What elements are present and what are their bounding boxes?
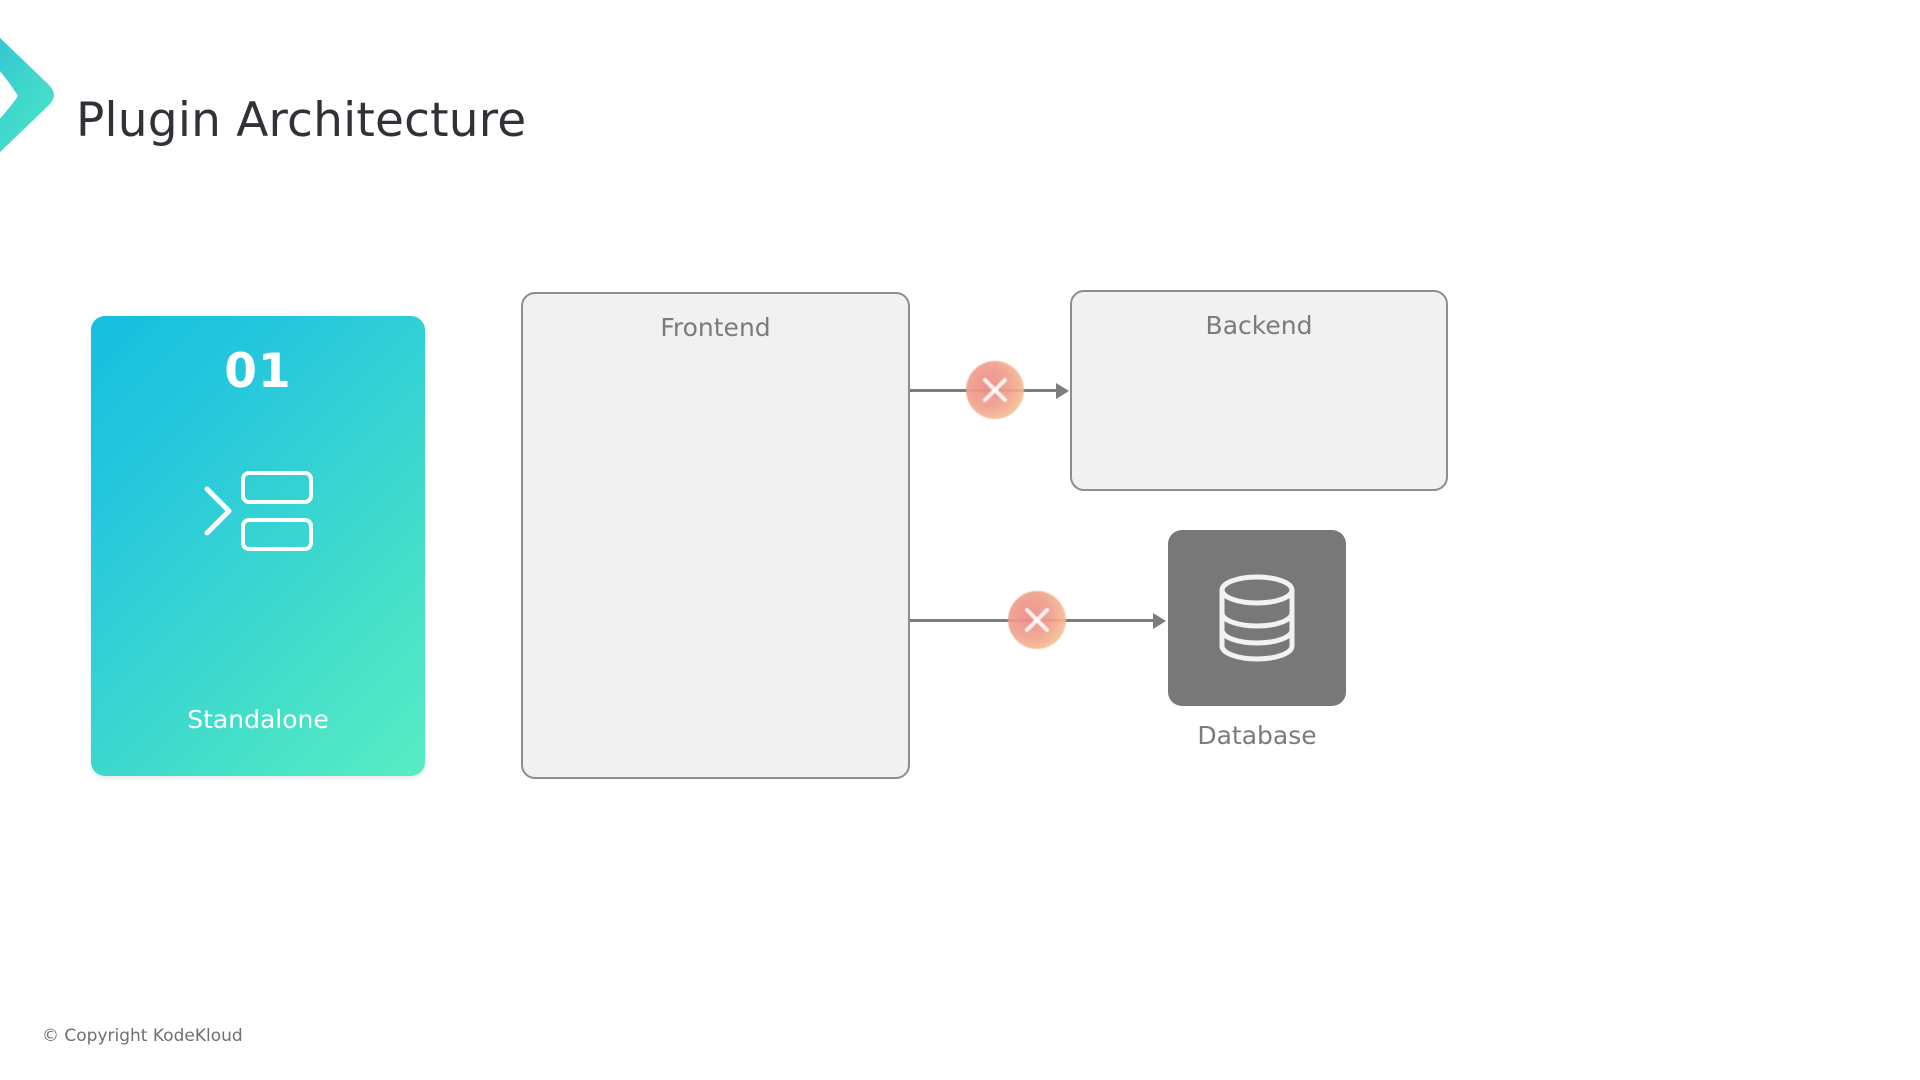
chevron-right-logo-icon <box>0 18 76 170</box>
node-backend[interactable]: Backend <box>1070 290 1448 491</box>
database-cylinder-icon <box>1214 572 1300 664</box>
page-title: Plugin Architecture <box>76 93 527 149</box>
arrow-head-database-icon <box>1153 613 1166 629</box>
node-backend-title: Backend <box>1205 311 1313 340</box>
node-database[interactable] <box>1168 530 1346 706</box>
node-frontend[interactable]: Frontend <box>521 292 910 779</box>
arrow-head-backend-icon <box>1056 383 1069 399</box>
blocked-cross-badge-backend <box>966 361 1024 419</box>
node-frontend-title: Frontend <box>660 313 771 342</box>
node-database-title: Database <box>1197 721 1317 750</box>
card-label: Standalone <box>187 705 329 734</box>
cross-x-icon <box>1025 608 1049 632</box>
card-number: 01 <box>224 344 292 399</box>
cross-x-icon <box>983 378 1007 402</box>
blocked-cross-badge-database <box>1008 591 1066 649</box>
plugin-modules-icon <box>199 467 317 555</box>
concept-card-standalone[interactable]: 01 Standalone <box>91 316 425 776</box>
footer-copyright: © Copyright KodeKloud <box>42 1026 243 1046</box>
